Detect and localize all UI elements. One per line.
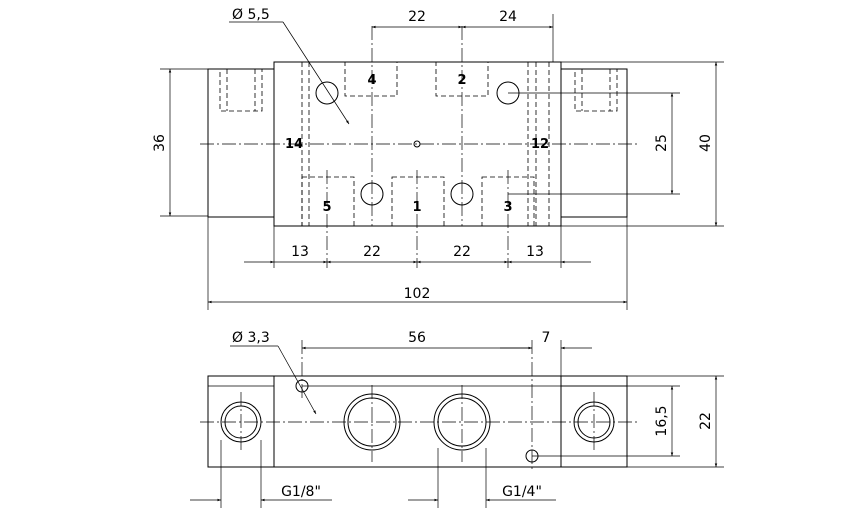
mounting-hole-bottom-left [360,182,384,206]
dim-56: 56 [408,330,426,346]
dim-13-left: 13 [291,244,309,260]
dim-16-5: 16,5 [654,405,670,436]
center-pin-hole [413,140,421,148]
mounting-hole-top-left [315,81,339,105]
port-2-label: 2 [457,73,466,88]
thread-g18-label: G1/8" [281,484,321,500]
port-1-label: 1 [412,200,421,215]
hole-dia-label: Ø 5,5 [232,7,270,23]
thread-g14-label: G1/4" [502,484,542,500]
dim-22-bottom-right: 22 [453,244,471,260]
port-g18-left-inner [224,405,258,439]
dim-40: 40 [698,134,714,152]
hole-dia-leader [282,21,350,125]
dim-22-bottom-left: 22 [363,244,381,260]
port-14-label: 14 [285,137,303,152]
dim-25: 25 [654,134,670,152]
side-body-outline [207,375,628,468]
port-g14-right-inner [437,397,487,447]
dim-13-right: 13 [526,244,544,260]
port-g18-left-outer [220,401,262,443]
dim-22-top: 22 [408,9,426,25]
dim-36: 36 [152,134,168,152]
port-5-label: 5 [322,200,331,215]
mounting-hole-bottom-right [450,182,474,206]
port-4-label: 4 [367,73,376,88]
dim-102: 102 [404,286,431,302]
side-hole-dia-label: Ø 3,3 [232,330,270,346]
port-12-label: 12 [531,137,549,152]
dim-24-top: 24 [499,9,517,25]
port-g14-left-inner [347,397,397,447]
port-g14-left-outer [343,393,401,451]
left-end-cap [207,68,275,218]
side-view: Ø 3,3 56 7 16,5 22 G1/8" G1/4" [190,330,724,508]
port-3-label: 3 [503,200,512,215]
port-g18-right-outer [573,401,615,443]
dim-22-side: 22 [698,412,714,430]
dim-7: 7 [542,330,551,346]
top-view: 4 2 14 12 5 1 3 Ø 5,5 22 24 36 25 40 [152,7,724,310]
port-g14-right-outer [433,393,491,451]
port-g18-right-inner [577,405,611,439]
